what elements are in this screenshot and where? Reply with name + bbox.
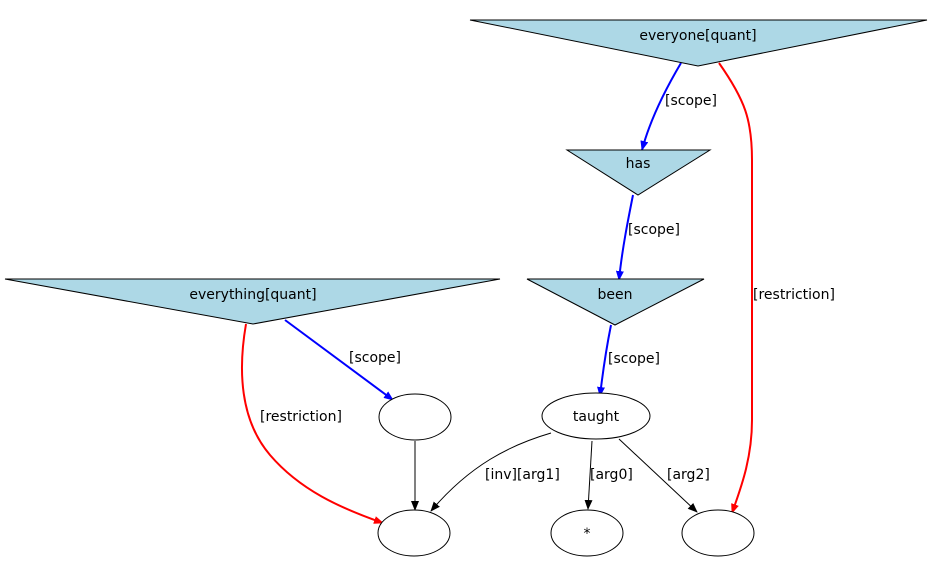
- edges: [scope] [restriction] [scope] [scope] [s…: [241, 62, 835, 524]
- edge-taught-star-arg0[interactable]: [584, 440, 593, 510]
- edge-label-everyone-empty3: [restriction]: [753, 287, 835, 303]
- node-star-label: *: [584, 526, 591, 542]
- node-taught-shape: [541, 392, 651, 440]
- node-everything-shape: [4, 278, 501, 325]
- node-star[interactable]: *: [550, 509, 624, 557]
- node-taught-label: taught: [573, 409, 620, 425]
- node-been-label: been: [598, 287, 633, 303]
- node-everything[interactable]: everything[quant]: [4, 278, 501, 325]
- edge-label-taught-empty3: [arg2]: [667, 467, 710, 483]
- edge-everyone-empty3-restriction[interactable]: [718, 62, 753, 514]
- edge-everything-empty1-scope[interactable]: [284, 319, 394, 401]
- edge-label-taught-empty2: [inv][arg1]: [485, 467, 560, 483]
- edge-label-taught-star: [arg0]: [590, 467, 633, 483]
- nodes: everyone[quant] has been everything[quan…: [4, 19, 928, 557]
- node-everything-label: everything[quant]: [189, 287, 316, 303]
- node-everyone-shape: [469, 19, 928, 67]
- edge-everything-empty2-restriction[interactable]: [241, 323, 384, 524]
- edge-been-taught-scope[interactable]: [597, 324, 612, 397]
- node-everyone-label: everyone[quant]: [639, 28, 756, 44]
- node-empty3[interactable]: [681, 509, 755, 557]
- edge-has-been-scope[interactable]: [615, 194, 634, 281]
- node-everyone[interactable]: everyone[quant]: [469, 19, 928, 67]
- node-taught[interactable]: taught: [541, 392, 651, 440]
- node-empty1[interactable]: [378, 393, 452, 441]
- node-has-shape: [565, 149, 712, 196]
- edge-label-everything-empty2: [restriction]: [260, 409, 342, 425]
- edge-everyone-has-scope[interactable]: [640, 62, 682, 151]
- node-been[interactable]: been: [526, 278, 705, 326]
- node-been-shape: [526, 278, 705, 326]
- node-empty3-shape: [681, 509, 755, 557]
- edge-label-been-taught: [scope]: [608, 351, 660, 367]
- node-star-shape: [550, 509, 624, 557]
- node-has[interactable]: has: [565, 149, 712, 196]
- edge-taught-empty3-arg2[interactable]: [618, 438, 698, 513]
- edge-label-everything-empty1: [scope]: [349, 350, 401, 366]
- node-has-label: has: [626, 156, 651, 172]
- edge-label-everyone-has: [scope]: [665, 93, 717, 109]
- node-empty2-shape: [377, 509, 451, 557]
- node-empty2[interactable]: [377, 509, 451, 557]
- edge-label-has-been: [scope]: [628, 222, 680, 238]
- edge-taught-empty2-inv-arg1[interactable]: [430, 432, 552, 512]
- node-empty1-shape: [378, 393, 452, 441]
